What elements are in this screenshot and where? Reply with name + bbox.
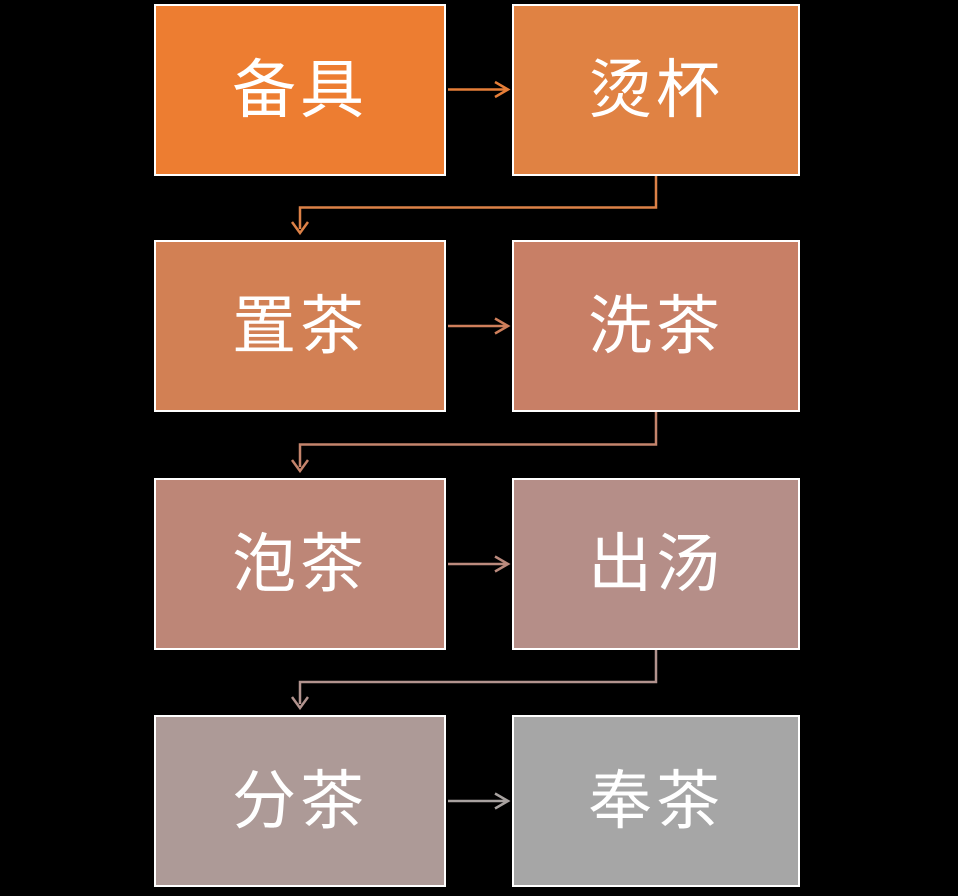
flow-step-2-label: 烫杯 [588,54,724,126]
arrow-step5-to-step6 [448,555,511,573]
flow-step-7: 分茶 [154,715,446,887]
flow-step-6: 出汤 [512,478,800,650]
elbow-arrow-step2-to-step3 [290,176,658,236]
flow-step-4: 洗茶 [512,240,800,412]
arrow-step3-to-step4 [448,317,511,335]
elbow-arrow-step6-to-step7 [290,650,658,711]
elbow-arrow-step4-to-step5 [290,412,658,474]
arrow-step1-to-step2 [448,80,511,99]
flow-step-5: 泡茶 [154,478,446,650]
flow-step-1: 备具 [154,4,446,176]
flow-step-3: 置茶 [154,240,446,412]
flow-step-8: 奉茶 [512,715,800,887]
flow-step-6-label: 出汤 [588,528,724,600]
flow-step-3-label: 置茶 [232,290,368,362]
flow-step-2: 烫杯 [512,4,800,176]
flow-step-7-label: 分茶 [232,765,368,837]
flow-step-4-label: 洗茶 [588,290,724,362]
arrow-step7-to-step8 [448,792,511,810]
flow-step-5-label: 泡茶 [232,528,368,600]
flow-step-8-label: 奉茶 [588,765,724,837]
flow-step-1-label: 备具 [232,54,368,126]
